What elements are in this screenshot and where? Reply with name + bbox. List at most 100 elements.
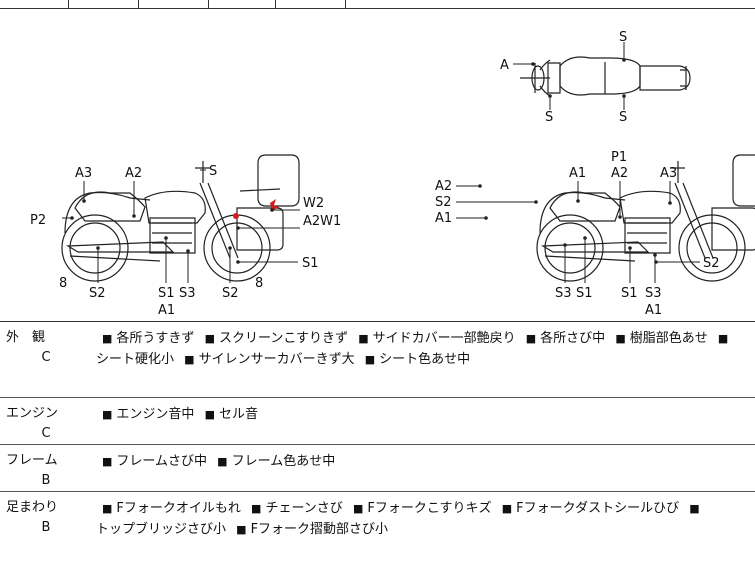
condition-list: ■フレームさび中 ■フレーム色あせ中: [96, 451, 748, 472]
bullet-marker: ■: [501, 502, 513, 515]
condition-item: シート硬化小: [96, 352, 175, 367]
label-left-8: 8: [59, 276, 67, 291]
label-right-a1: A1: [435, 211, 452, 226]
label-right-s2-right: S2: [703, 256, 720, 271]
label-top-s-right: S: [619, 110, 627, 125]
condition-item: チェーンさび: [265, 501, 343, 516]
label-left-s3-bottom: S3: [179, 286, 196, 301]
strip-cell: [275, 0, 346, 8]
label-top-a: A: [500, 58, 509, 73]
label-left-s1-bottom: S1: [158, 286, 175, 301]
label-left-w2: W2: [303, 196, 324, 211]
label-right-s1-b: S1: [621, 286, 638, 301]
strip-cell: [0, 0, 69, 8]
condition-item: セル音: [218, 407, 258, 422]
bullet-marker: ■: [358, 332, 369, 345]
category-grade: B: [41, 520, 51, 535]
table-top-strip: [0, 0, 755, 9]
row-category: フレーム B: [0, 445, 92, 491]
category-name: エンジン: [6, 406, 59, 421]
label-right-a2-top: A2: [611, 166, 628, 181]
bullet-marker: ■: [102, 408, 113, 421]
category-grade: C: [41, 426, 51, 441]
label-left-s2-mid: S2: [222, 286, 239, 301]
condition-item: 樹脂部色あせ: [629, 331, 708, 346]
condition-item: サイレンサーカバーきず大: [198, 352, 355, 367]
label-left-a2w1: A2W1: [303, 214, 341, 229]
condition-row-exterior: 外 観 C ■各所うすきず ■スクリーンこすりきず ■サイドカバー一部艶戻り ■…: [0, 322, 755, 398]
strip-cell: [208, 0, 276, 8]
condition-item: スクリーンこすりきず: [218, 331, 349, 346]
label-right-a2: A2: [435, 179, 452, 194]
strip-cell: [68, 0, 139, 8]
left-side-motorcycle: [61, 154, 300, 282]
row-category: 足まわり B: [0, 492, 92, 538]
bullet-marker: ■: [217, 455, 228, 468]
category-name: 足まわり: [6, 500, 59, 515]
category-grade: C: [41, 350, 51, 365]
condition-list: ■Fフォークオイルもれ ■チェーンさび ■Fフォークこすりキズ ■Fフォークダス…: [96, 498, 748, 540]
label-left-s: S: [209, 164, 217, 179]
bullet-marker: ■: [352, 502, 364, 515]
bullet-marker: ■: [525, 332, 537, 345]
label-left-p2: P2: [30, 213, 46, 228]
condition-item: フレーム色あせ中: [231, 454, 336, 469]
label-right-s3: S3: [555, 286, 572, 301]
damage-mark: [270, 199, 279, 211]
bullet-marker: ■: [184, 353, 195, 366]
condition-item: シート色あせ中: [379, 352, 471, 367]
condition-item: フレームさび中: [116, 454, 208, 469]
bullet-marker: ■: [615, 332, 626, 345]
label-right-a1-top: A1: [569, 166, 586, 181]
strip-cell: [138, 0, 209, 8]
category-name: フレーム: [6, 453, 58, 468]
label-left-a1-bottom: A1: [158, 303, 175, 318]
bullet-marker: ■: [364, 353, 376, 366]
condition-item: エンジン音中: [116, 407, 195, 422]
row-category: 外 観 C: [0, 322, 92, 368]
label-left-a2: A2: [125, 166, 142, 181]
label-top-s: S: [619, 30, 627, 45]
damage-mark: [233, 213, 239, 219]
label-top-s-left: S: [545, 110, 553, 125]
label-left-a3: A3: [75, 166, 92, 181]
damage-marks: [233, 199, 279, 219]
bullet-marker: ■: [251, 502, 262, 515]
condition-item: 各所うすきず: [116, 331, 195, 346]
right-side-motorcycle: [536, 154, 755, 282]
label-right-s2: S2: [435, 195, 452, 210]
bullet-marker: ■: [717, 332, 729, 345]
category-grade: B: [41, 473, 51, 488]
diagram-svg: A S S S A3 A2 S W2 A2W1 P2 S1 8 8 S2 S1 …: [30, 30, 755, 318]
label-right-s1: S1: [576, 286, 593, 301]
bullet-marker: ■: [204, 408, 215, 421]
condition-item: トップブリッジさび小: [96, 522, 227, 537]
category-name: 外 観: [6, 330, 46, 345]
condition-row-engine: エンジン C ■エンジン音中 ■セル音: [0, 398, 755, 445]
condition-item: 各所さび中: [540, 331, 606, 346]
label-right-a1-bottom: A1: [645, 303, 662, 318]
row-category: エンジン C: [0, 398, 92, 444]
condition-item: Fフォークオイルもれ: [116, 501, 241, 516]
bullet-marker: ■: [204, 332, 215, 345]
label-right-p1: P1: [611, 150, 627, 165]
label-left-8-mid: 8: [255, 276, 263, 291]
label-left-s1: S1: [302, 256, 319, 271]
condition-item: Fフォーク摺動部さび小: [250, 522, 389, 537]
label-right-s3-b: S3: [645, 286, 662, 301]
bullet-marker: ■: [102, 455, 113, 468]
top-view-motorcycle: [520, 56, 691, 97]
label-right-a3-top: A3: [660, 166, 677, 181]
condition-row-suspension: 足まわり B ■Fフォークオイルもれ ■チェーンさび ■Fフォークこすりキズ ■…: [0, 492, 755, 561]
condition-list: ■エンジン音中 ■セル音: [96, 404, 748, 425]
bullet-marker: ■: [102, 332, 113, 345]
condition-item: Fフォークダストシールひび: [516, 501, 680, 516]
bullet-marker: ■: [102, 502, 113, 515]
bullet-marker: ■: [689, 502, 700, 515]
condition-list: ■各所うすきず ■スクリーンこすりきず ■サイドカバー一部艶戻り ■各所さび中 …: [96, 328, 748, 370]
condition-item: サイドカバー一部艶戻り: [372, 331, 516, 346]
motorcycle-damage-diagram: A S S S A3 A2 S W2 A2W1 P2 S1 8 8 S2 S1 …: [0, 8, 755, 322]
condition-item: Fフォークこすりキズ: [367, 501, 492, 516]
condition-row-frame: フレーム B ■フレームさび中 ■フレーム色あせ中: [0, 445, 755, 492]
